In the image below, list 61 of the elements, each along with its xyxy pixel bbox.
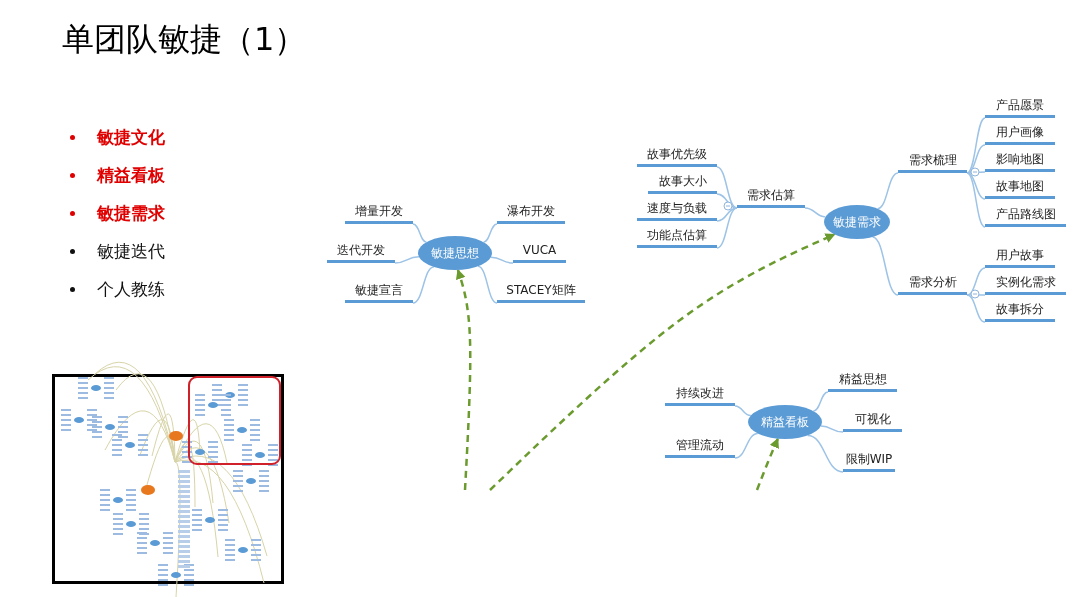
branch-line [716,207,738,249]
underlined-topic: 瀑布开发 [497,201,565,224]
topic-ellipse: 敏捷思想 [418,236,492,270]
page-title: 单团队敏捷（1） [62,19,307,60]
topic-ellipse: 精益看板 [748,405,822,439]
branch-line [716,207,738,222]
branch-line [966,172,986,200]
branch-line [734,405,752,417]
underlined-topic: 需求分析 [898,272,967,295]
underlined-topic: 限制WIP [843,449,895,472]
underlined-topic: 敏捷宣言 [345,280,413,303]
dashed-arrow [489,233,836,491]
bullet-text: 敏捷迭代 [97,240,165,263]
underlined-topic: 可视化 [843,409,902,432]
underlined-topic: 功能点估算 [637,225,717,248]
underlined-topic: 产品愿景 [985,95,1055,118]
underlined-topic: 实例化需求 [985,272,1066,295]
branch-line [966,294,986,323]
underlined-topic: STACEY矩阵 [497,280,585,303]
underlined-topic: 影响地图 [985,149,1055,172]
branch-line [820,425,844,433]
branch-line [806,434,844,473]
bullet-text: 个人教练 [97,278,165,301]
underlined-topic: VUCA [513,240,566,263]
bullet-text: 敏捷需求 [97,202,165,225]
underlined-topic: 需求梳理 [898,150,967,173]
branch-line [482,223,498,243]
branch-line [871,236,899,296]
branch-line [966,117,986,174]
bullet-text: 敏捷文化 [97,126,165,149]
underlined-topic: 精益思想 [828,369,897,392]
underlined-topic: 持续改进 [665,383,735,406]
branch-line [966,144,986,174]
underlined-topic: 增量开发 [345,201,413,224]
branch-line [716,166,738,209]
underlined-topic: 故事地图 [985,176,1055,199]
underlined-topic: 故事大小 [648,171,717,194]
branch-line [477,265,498,304]
underlined-topic: 故事拆分 [985,299,1055,322]
underlined-topic: 速度与负载 [637,198,717,221]
underlined-topic: 故事优先级 [637,144,717,167]
underlined-topic: 产品路线图 [985,204,1066,227]
branch-line [966,267,986,296]
branch-line [394,256,420,264]
underlined-topic: 用户故事 [985,245,1055,268]
branch-line [812,391,829,412]
branch-line [490,256,514,264]
branch-line [804,207,827,218]
branch-line [876,172,899,210]
underlined-topic: 用户画像 [985,122,1055,145]
topic-ellipse: 敏捷需求 [824,205,890,239]
branch-line [734,432,759,459]
dashed-arrow [755,437,780,491]
branch-line [412,223,428,243]
dashed-arrow [455,269,472,491]
branch-line [412,266,435,304]
underlined-topic: 管理流动 [665,435,735,458]
underlined-topic: 需求估算 [737,185,805,208]
branch-line [966,172,986,228]
underlined-topic: 迭代开发 [327,240,395,263]
bullet-text: 精益看板 [97,164,165,187]
